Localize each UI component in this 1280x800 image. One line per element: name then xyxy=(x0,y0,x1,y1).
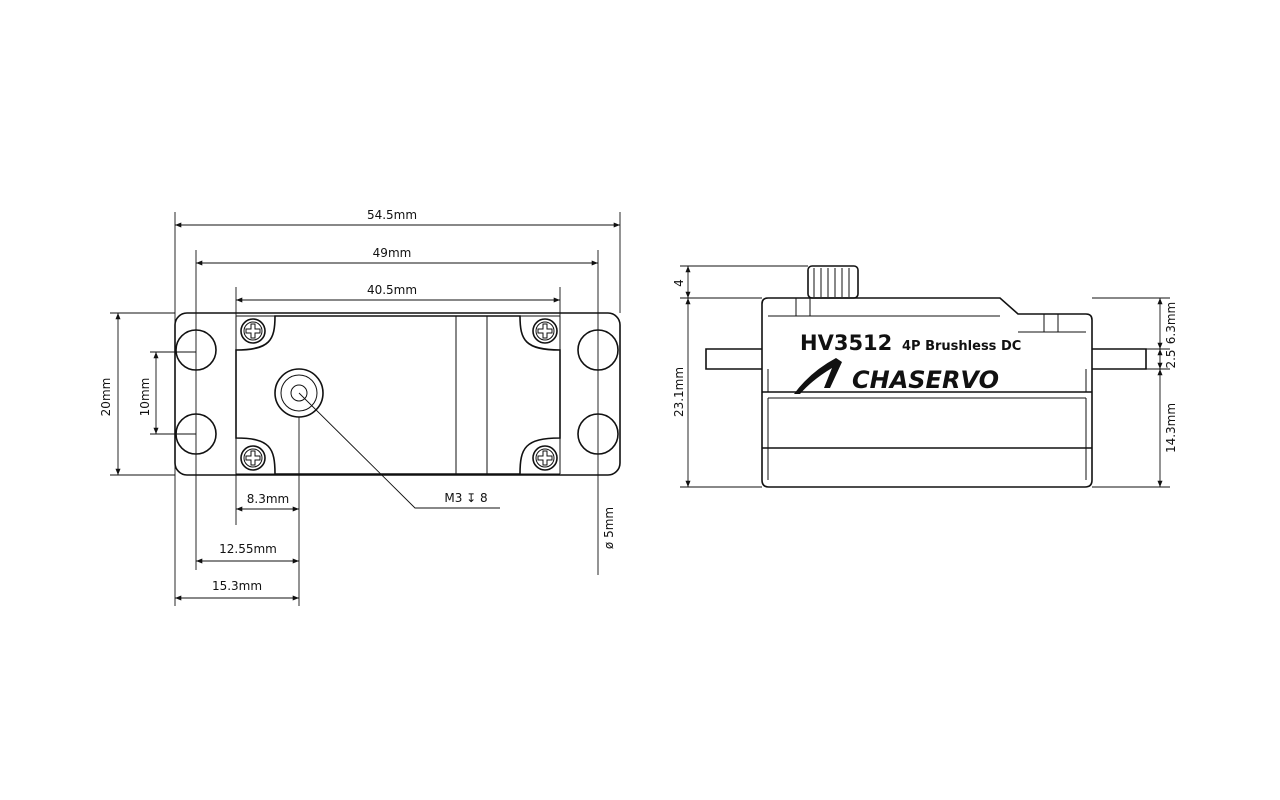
height-label: 20mm xyxy=(99,378,113,417)
brand-logo: CHASERVO xyxy=(794,358,999,394)
case-body-side xyxy=(761,349,1093,488)
case-top xyxy=(761,297,1093,349)
screw-callout-label: M3 ↧ 8 xyxy=(444,491,487,505)
front-view: 54.5mm 49mm 40.5mm 20mm 10mm 8.3mm 12.55… xyxy=(99,208,621,606)
spline-offset-case-label: 8.3mm xyxy=(247,492,289,506)
total-height-label: 23.1mm xyxy=(672,367,686,417)
logo-swoosh-icon xyxy=(794,358,842,394)
hole-diameter-label: ø 5mm xyxy=(602,507,616,549)
subtitle-label: 4P Brushless DC xyxy=(902,339,1021,354)
overall-width-label: 54.5mm xyxy=(367,208,417,222)
spline-offset-hole-label: 12.55mm xyxy=(219,542,277,556)
hole-spacing-width-label: 49mm xyxy=(373,246,412,260)
side-view: HV3512 4P Brushless DC CHASERVO 4 23. xyxy=(672,265,1178,488)
screw-icon xyxy=(240,318,266,344)
mounting-tab xyxy=(705,348,1147,370)
tab-thickness-label: 2.5 xyxy=(1164,349,1178,368)
model-label: HV3512 xyxy=(800,331,892,355)
top-height-label: 6.3mm xyxy=(1164,302,1178,344)
screw-icon xyxy=(532,445,558,471)
bottom-height-label: 14.3mm xyxy=(1164,403,1178,453)
screw-icon xyxy=(240,445,266,471)
mounting-flange xyxy=(174,312,621,476)
brand-label: CHASERVO xyxy=(852,366,999,394)
case-body xyxy=(235,315,561,475)
screw-icon xyxy=(532,318,558,344)
case-width-label: 40.5mm xyxy=(367,283,417,297)
output-spline-side xyxy=(807,265,859,299)
hole-spacing-height-label: 10mm xyxy=(138,378,152,417)
spline-offset-edge-label: 15.3mm xyxy=(212,579,262,593)
spline-height-label: 4 xyxy=(672,279,686,287)
mounting-holes xyxy=(175,329,619,455)
case-screws xyxy=(240,318,558,471)
callout-leader xyxy=(298,392,500,509)
